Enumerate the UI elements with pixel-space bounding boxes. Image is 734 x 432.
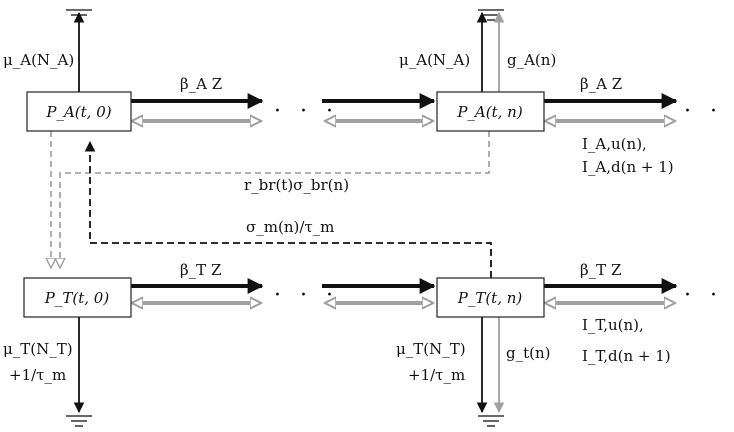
state-label-pt0: P_T(t, 0) — [44, 289, 110, 307]
label-i-a: I_A,u(n), — [582, 135, 647, 153]
label-g-a: g_A(n) — [507, 51, 556, 69]
label-beta-a-left: β_A Z — [180, 75, 222, 93]
ellipsis-t-right: · · · — [684, 283, 734, 308]
ellipsis-a-mid: · · · — [274, 99, 339, 124]
state-box-pt0: P_T(t, 0) — [23, 277, 132, 318]
ellipsis-t-mid: · · · — [274, 283, 339, 308]
label-rbr-sigma-br: r_br(t)σ_br(n) — [244, 176, 349, 194]
label-beta-a-right: β_A Z — [580, 75, 622, 93]
label-mu-t-left: μ_T(N_T) — [3, 340, 73, 358]
label-mu-a-right: μ_A(N_A) — [399, 51, 470, 69]
label-mu-t-left-line2: +1/τ_m — [9, 366, 66, 384]
label-beta-t-right: β_T Z — [580, 261, 621, 279]
arrow-rbr-gray-dashed — [60, 131, 490, 268]
label-mu-t-right-line2: +1/τ_m — [408, 366, 465, 384]
label-mu-a-left: μ_A(N_A) — [3, 51, 74, 69]
state-box-pan: P_A(t, n) — [436, 91, 545, 132]
label-g-t: g_t(n) — [506, 344, 551, 362]
arrow-sigma-m-black-dashed — [84, 140, 492, 278]
ellipsis-a-right: · · · — [684, 99, 734, 124]
label-i-t: I_T,u(n), — [582, 316, 644, 334]
state-label-pa0: P_A(t, 0) — [45, 103, 111, 121]
label-sigma-m-tau-m: σ_m(n)/τ_m — [246, 218, 334, 236]
state-label-ptn: P_T(t, n) — [457, 289, 523, 307]
label-beta-t-left: β_T Z — [180, 261, 221, 279]
state-box-pa0: P_A(t, 0) — [26, 91, 132, 132]
ground-icon-bottom-left — [66, 415, 92, 427]
state-box-ptn: P_T(t, n) — [436, 277, 545, 318]
state-label-pan: P_A(t, n) — [456, 103, 523, 121]
ground-icon-bottom-right — [478, 415, 504, 427]
label-i-a-d: I_A,d(n + 1) — [582, 158, 674, 176]
label-mu-t-right: μ_T(N_T) — [396, 340, 466, 358]
label-i-t-d: I_T,d(n + 1) — [582, 347, 671, 365]
